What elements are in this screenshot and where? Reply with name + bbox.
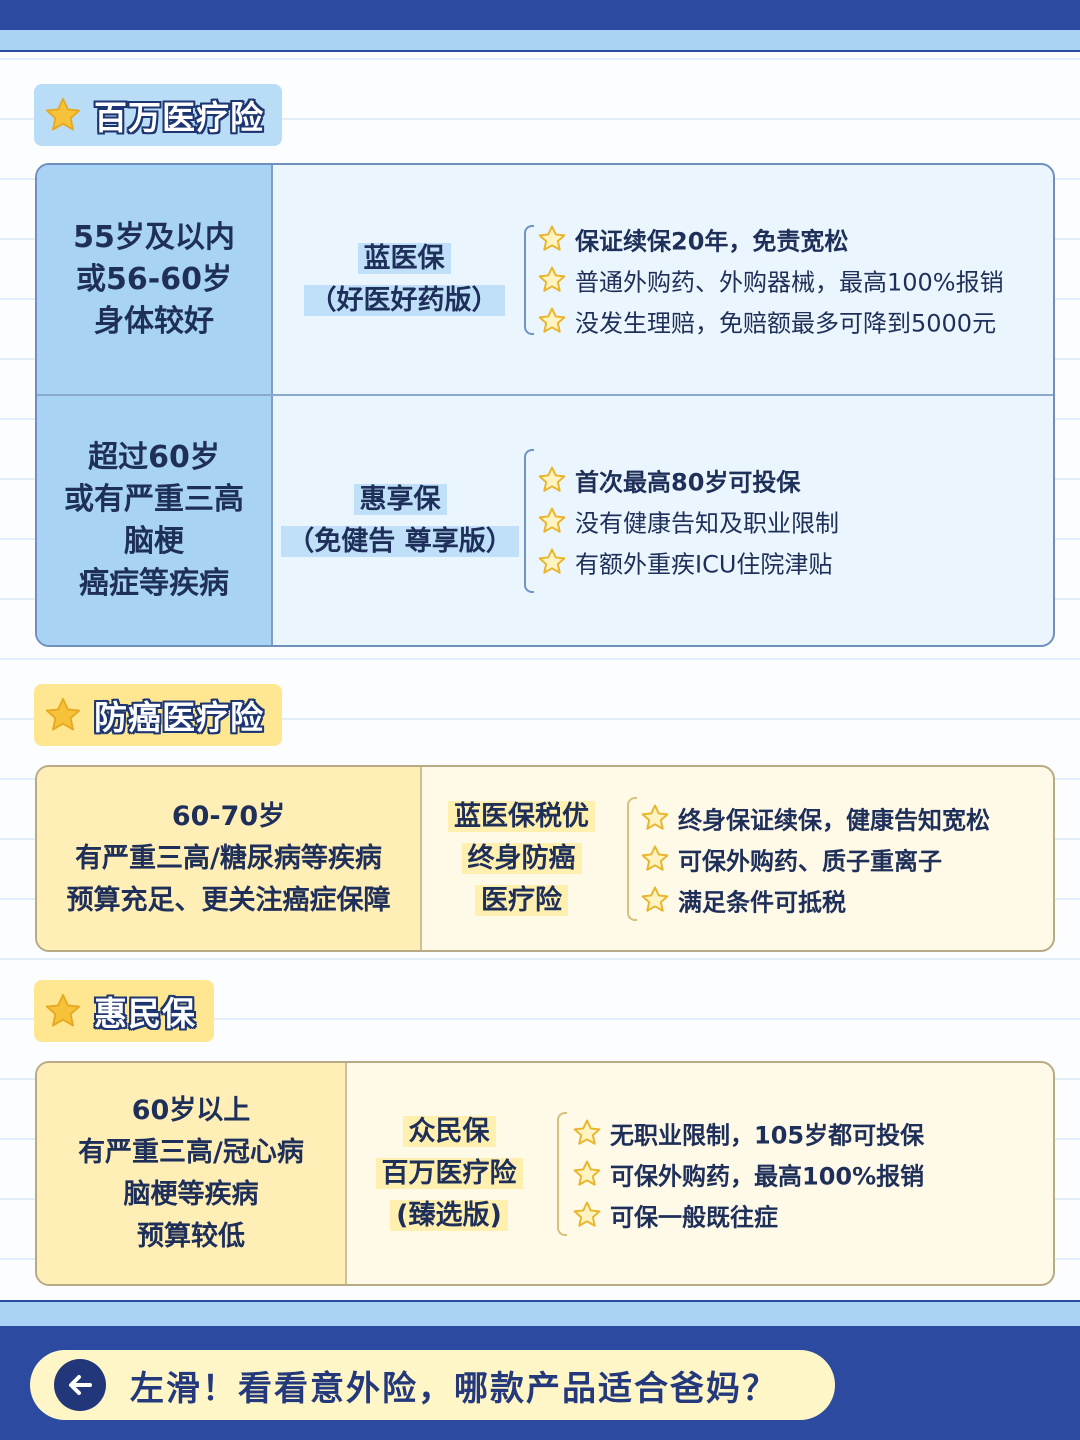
product-name: 终身防癌 [461,842,582,874]
bracket-divider [524,224,534,335]
feature-item: 可保外购药、质子重离子 [640,838,990,879]
feature-list: 首次最高80岁可投保 没有健康告知及职业限制 有额外重疾ICU住院津贴 [537,459,839,582]
star-outline-icon [572,1159,602,1189]
swipe-cta[interactable]: 左滑！看看意外险，哪款产品适合爸妈？ [30,1350,835,1420]
huiminbao-table: 60岁以上 有严重三高/冠心病 脑梗等疾病 预算较低 众民保 百万医疗险 (臻选… [35,1061,1055,1286]
cancer-medical-table: 60-70岁 有严重三高/糖尿病等疾病 预算充足、更关注癌症保障 蓝医保税优 终… [35,765,1055,952]
star-outline-icon [640,844,670,874]
section-tag-million-medical: 百万医疗险 [34,84,282,146]
feature-item: 有额外重疾ICU住院津贴 [537,541,839,582]
product-version: （免健告 尊享版） [281,525,519,557]
feature-item: 没发生理赔，免赔额最多可降到5000元 [537,300,1004,341]
target-line: 55岁及以内 [73,219,235,255]
table-row: 60岁以上 有严重三高/冠心病 脑梗等疾病 预算较低 众民保 百万医疗险 (臻选… [37,1063,1053,1284]
star-icon [44,96,82,134]
product-cell: 众民保 百万医疗险 (臻选版) [349,1063,549,1284]
star-outline-icon [537,306,567,336]
target-line: 超过60岁 [88,439,220,475]
feature-item: 无职业限制，105岁都可投保 [572,1112,924,1153]
feature-list: 保证续保20年，免责宽松 普通外购药、外购器械，最高100%报销 没发生理赔，免… [537,218,1004,341]
product-cell: 惠享保 （免健告 尊享版） [275,396,525,645]
million-medical-table: 55岁及以内 或56-60岁 身体较好 蓝医保 （好医好药版） 保证续保20年，… [35,163,1055,647]
target-line: 有严重三高/糖尿病等疾病 [75,842,382,874]
star-outline-icon [537,265,567,295]
star-outline-icon [572,1200,602,1230]
star-outline-icon [537,224,567,254]
target-line: 或有严重三高 [64,481,244,517]
cta-text: 左滑！看看意外险，哪款产品适合爸妈？ [130,1368,778,1409]
section-title: 百万医疗险 [94,98,264,137]
table-row: 55岁及以内 或56-60岁 身体较好 蓝医保 （好医好药版） 保证续保20年，… [37,165,1053,394]
target-group-cell: 超过60岁 或有严重三高 脑梗 癌症等疾病 [37,396,273,645]
star-icon [44,696,82,734]
product-name: 蓝医保税优 [448,800,595,832]
feature-item: 没有健康告知及职业限制 [537,500,839,541]
product-name: 医疗险 [475,884,568,916]
product-name: 惠享保 [353,483,447,515]
bracket-divider [524,448,534,593]
arrow-left-button[interactable] [54,1359,106,1411]
target-line: 脑梗等疾病 [123,1178,259,1210]
row-divider [37,394,1053,396]
feature-list: 无职业限制，105岁都可投保 可保外购药，最高100%报销 可保一般既往症 [572,1112,924,1235]
product-cell: 蓝医保税优 终身防癌 医疗险 [424,767,619,950]
target-line: 预算较低 [137,1220,245,1252]
target-line: 癌症等疾病 [79,565,229,601]
target-group-cell: 60岁以上 有严重三高/冠心病 脑梗等疾病 预算较低 [37,1063,347,1284]
star-outline-icon [572,1118,602,1148]
target-line: 60-70岁 [171,800,286,832]
target-group-cell: 55岁及以内 或56-60岁 身体较好 [37,165,273,394]
feature-item: 满足条件可抵税 [640,879,990,920]
product-cell: 蓝医保 （好医好药版） [275,165,533,394]
feature-list: 终身保证续保，健康告知宽松 可保外购药、质子重离子 满足条件可抵税 [640,797,990,920]
star-outline-icon [640,885,670,915]
section-title: 惠民保 [94,994,196,1033]
feature-item: 普通外购药、外购器械，最高100%报销 [537,259,1004,300]
product-version: （好医好药版） [303,284,505,316]
feature-item: 可保外购药，最高100%报销 [572,1153,924,1194]
product-name: 众民保 [402,1115,496,1147]
feature-item: 可保一般既往症 [572,1194,924,1235]
top-banner [0,0,1080,30]
section-title: 防癌医疗险 [94,698,264,737]
target-line: 60岁以上 [131,1094,251,1126]
top-banner-stripe [0,30,1080,52]
section-tag-huiminbao: 惠民保 [34,980,214,1042]
target-group-cell: 60-70岁 有严重三高/糖尿病等疾病 预算充足、更关注癌症保障 [37,767,422,950]
target-line: 或56-60岁 [76,261,232,297]
arrow-left-icon [69,1375,92,1395]
product-name: 蓝医保 [357,242,451,274]
table-row: 60-70岁 有严重三高/糖尿病等疾病 预算充足、更关注癌症保障 蓝医保税优 终… [37,767,1053,950]
star-outline-icon [640,803,670,833]
star-outline-icon [537,465,567,495]
table-row: 超过60岁 或有严重三高 脑梗 癌症等疾病 惠享保 （免健告 尊享版） 首次最高… [37,396,1053,645]
bracket-divider [557,1111,567,1236]
target-line: 有严重三高/冠心病 [78,1136,304,1168]
target-line: 脑梗 [124,523,184,559]
star-icon [44,992,82,1030]
target-line: 身体较好 [94,303,214,339]
feature-item: 终身保证续保，健康告知宽松 [640,797,990,838]
product-version: (臻选版) [390,1199,508,1231]
star-outline-icon [537,547,567,577]
section-tag-cancer-medical: 防癌医疗险 [34,684,282,746]
target-line: 预算充足、更关注癌症保障 [66,884,391,916]
bottom-banner-stripe [0,1300,1080,1326]
product-name: 百万医疗险 [375,1157,523,1189]
feature-item: 首次最高80岁可投保 [537,459,839,500]
bracket-divider [627,796,637,921]
feature-item: 保证续保20年，免责宽松 [537,218,1004,259]
star-outline-icon [537,506,567,536]
